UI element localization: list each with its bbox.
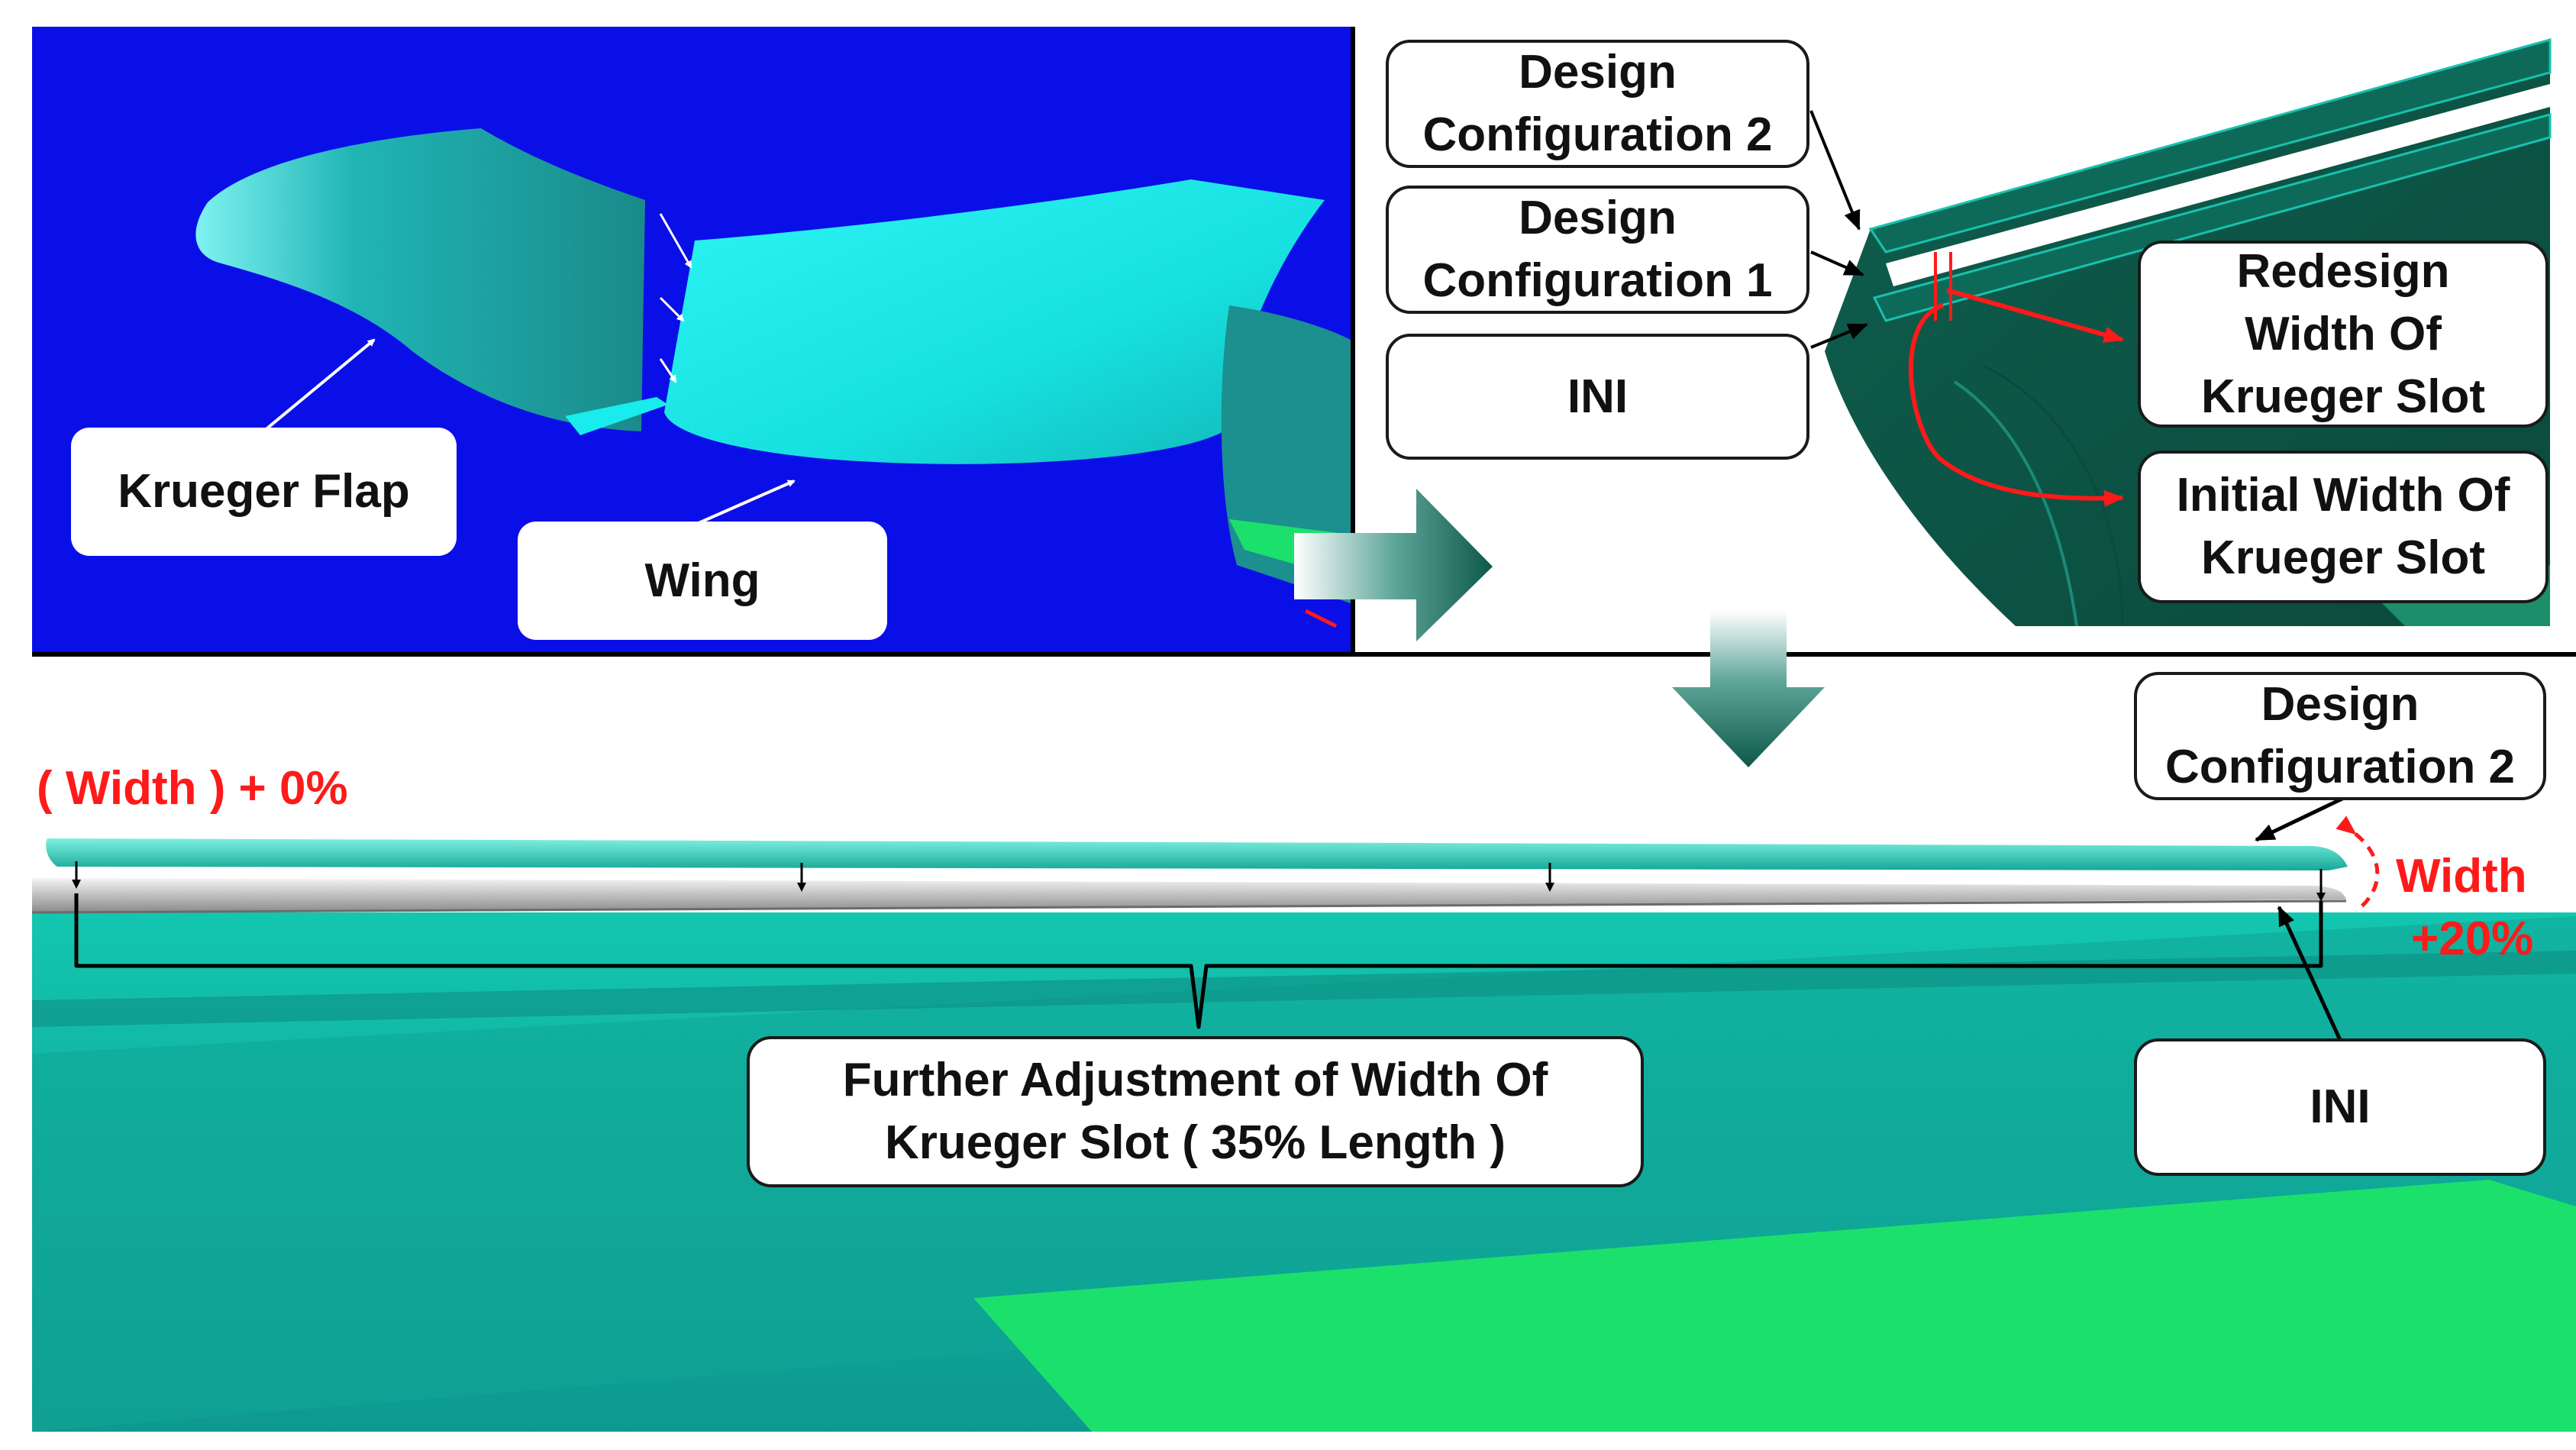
wing-curve-2 — [1984, 365, 2124, 627]
further-adjustment-label: Further Adjustment of Width Of Krueger S… — [747, 1036, 1644, 1187]
slot-connectors — [659, 213, 692, 383]
width-increase-curve — [2336, 815, 2380, 910]
arrow-config-1 — [1810, 250, 1864, 276]
initial-width-line-1: Initial Width Of — [2176, 469, 2510, 522]
krueger-flap-text: Krueger Flap — [118, 465, 410, 518]
red-arrow-initial — [1908, 303, 2124, 507]
initial-width-label: Initial Width Of Krueger Slot — [2138, 451, 2549, 603]
slot-gap — [1886, 84, 2550, 286]
down-transition-arrow — [1672, 611, 1825, 767]
span-bracket — [74, 893, 2323, 1029]
initial-width-line-2: Krueger Slot — [2200, 531, 2486, 584]
design-config-2-label: Design Configuration 2 — [1386, 40, 1809, 168]
right-transition-arrow — [1294, 489, 1493, 641]
krueger-flap-label: Krueger Flap — [71, 428, 457, 556]
width-markers — [72, 861, 2326, 902]
bottom-shadow-band — [32, 951, 2576, 1027]
slat-grey-edge — [31, 899, 2347, 914]
redesign-width-line-1: Redesign — [2236, 244, 2450, 298]
further-adjustment-line-1: Further Adjustment of Width Of — [842, 1054, 1548, 1106]
arrow-ini-bottom — [2277, 906, 2342, 1041]
design-config-2-bottom-line-2: Configuration 2 — [2164, 741, 2516, 793]
slat-top — [1868, 38, 2552, 254]
design-config-2-line-2: Configuration 2 — [1422, 108, 1773, 161]
design-config-1-label: Design Configuration 1 — [1386, 186, 1809, 314]
bottom-green-wedge — [973, 1180, 2576, 1432]
slat-grey-bottom — [32, 878, 2346, 912]
wing-label: Wing — [518, 522, 887, 640]
slat-cyan-bottom — [46, 838, 2348, 870]
wing-shape — [664, 179, 1325, 464]
design-config-2-line-1: Design — [1519, 46, 1677, 98]
wing-pointer — [698, 480, 796, 525]
design-config-1-line-2: Configuration 1 — [1422, 254, 1773, 307]
redesign-width-line-2: Width Of — [2245, 307, 2442, 360]
krueger-flap-pointer — [262, 338, 376, 433]
ini-label-top: INI — [1386, 334, 1809, 460]
width-twenty-line-2: +20% — [2411, 912, 2534, 965]
redesign-width-label: Redesign Width Of Krueger Slot — [2138, 241, 2549, 428]
redesign-width-line-3: Krueger Slot — [2200, 370, 2486, 423]
small-red-arrow — [1304, 609, 1338, 628]
width-twenty-line-1: Width — [2396, 850, 2527, 903]
arrow-config-2 — [1809, 110, 1861, 231]
ini-text-top: INI — [1567, 370, 1629, 423]
design-config-1-line-1: Design — [1519, 192, 1677, 244]
slat-lower — [1872, 113, 2552, 322]
wing-text: Wing — [644, 554, 760, 607]
flap-tip — [565, 397, 668, 435]
design-config-2-bottom-label: Design Configuration 2 — [2134, 672, 2546, 800]
red-arrow-redesign — [1946, 288, 2124, 344]
krueger-flap-shape — [195, 128, 645, 431]
further-adjustment-line-2: Krueger Slot ( 35% Length ) — [885, 1116, 1506, 1169]
ini-label-bottom: INI — [2134, 1038, 2546, 1176]
wing-curve — [1953, 380, 2078, 627]
arrow-design-config-2-bottom — [2255, 796, 2345, 842]
ini-text-bottom: INI — [2310, 1080, 2371, 1133]
design-config-2-bottom-line-1: Design — [2261, 678, 2419, 731]
arrow-ini — [1810, 323, 1868, 349]
width-zero-label: ( Width ) + 0% — [37, 762, 348, 815]
